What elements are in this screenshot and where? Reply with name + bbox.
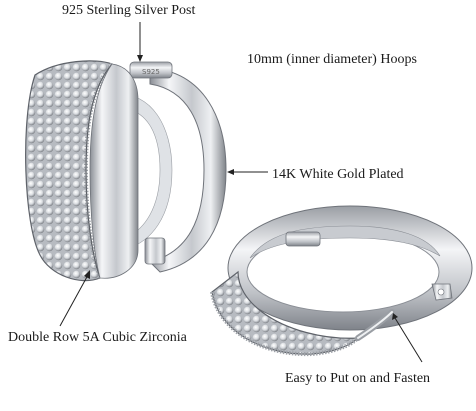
open-hoop [210, 205, 473, 357]
fasten-label: Easy to Put on and Fasten [285, 371, 431, 386]
callouts [59, 22, 423, 363]
cz-arrow [59, 274, 89, 327]
gold-label: 14K White Gold Plated [272, 167, 404, 182]
fasten-arrow [394, 317, 423, 363]
post-label: 925 Sterling Silver Post [62, 3, 196, 18]
cz-label: Double Row 5A Cubic Zirconia [8, 330, 187, 345]
upright-hoop: S925 [25, 60, 227, 282]
stamp-text: S925 [142, 68, 160, 76]
hoops-label: 10mm (inner diameter) Hoops [247, 52, 417, 67]
